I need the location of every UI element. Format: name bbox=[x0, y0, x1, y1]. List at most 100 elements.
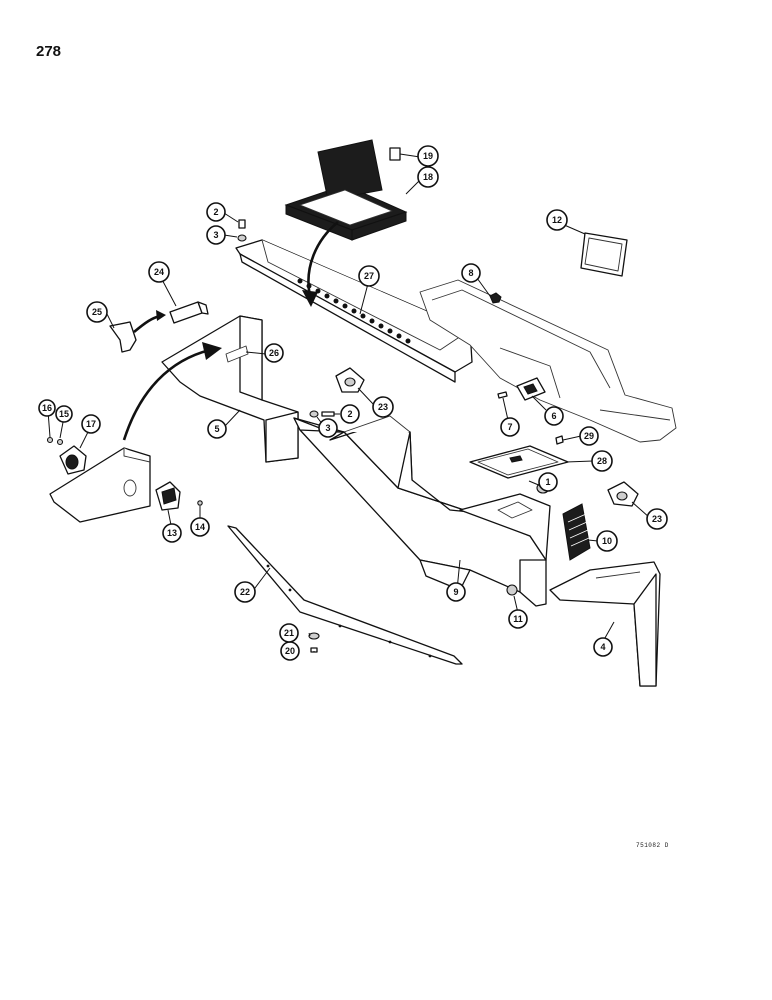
callout-26: 26 bbox=[264, 343, 284, 363]
callout-11: 11 bbox=[508, 609, 528, 629]
svg-text:21: 21 bbox=[284, 628, 294, 638]
part-2-bolt-mid bbox=[321, 411, 335, 417]
svg-text:7: 7 bbox=[507, 422, 512, 432]
svg-text:3: 3 bbox=[325, 423, 330, 433]
part-20-bolt bbox=[310, 647, 318, 653]
callout-23-upper: 23 bbox=[372, 396, 394, 418]
svg-text:29: 29 bbox=[584, 431, 594, 441]
callout-10: 10 bbox=[596, 530, 618, 552]
svg-text:27: 27 bbox=[364, 271, 374, 281]
part-12-window bbox=[580, 232, 628, 277]
svg-text:23: 23 bbox=[652, 514, 662, 524]
svg-text:20: 20 bbox=[285, 646, 295, 656]
part-10-relay-box bbox=[562, 503, 591, 561]
svg-text:28: 28 bbox=[597, 456, 607, 466]
callout-14: 14 bbox=[190, 517, 210, 537]
callout-6: 6 bbox=[544, 406, 564, 426]
svg-text:3: 3 bbox=[213, 230, 218, 240]
part-8-nut bbox=[489, 292, 502, 304]
svg-text:12: 12 bbox=[552, 215, 562, 225]
callout-9: 9 bbox=[446, 582, 466, 602]
callout-7: 7 bbox=[500, 417, 520, 437]
svg-text:14: 14 bbox=[195, 522, 205, 532]
svg-text:4: 4 bbox=[600, 642, 605, 652]
part-7-screw bbox=[497, 391, 508, 399]
callout-27: 27 bbox=[358, 265, 380, 287]
callout-21: 21 bbox=[279, 623, 299, 643]
svg-text:17: 17 bbox=[86, 419, 96, 429]
svg-text:19: 19 bbox=[423, 151, 433, 161]
callout-18: 18 bbox=[417, 166, 439, 188]
svg-text:26: 26 bbox=[269, 348, 279, 358]
part-2-bolt-upper bbox=[238, 219, 246, 229]
part-17-cover bbox=[49, 445, 151, 523]
part-9-console bbox=[293, 415, 551, 607]
assembly-arrow-left bbox=[122, 342, 222, 441]
part-16-nut bbox=[46, 436, 54, 444]
part-27-upper-panel bbox=[235, 239, 473, 383]
part-14-screw bbox=[197, 500, 203, 506]
callout-22: 22 bbox=[234, 581, 256, 603]
callout-25: 25 bbox=[86, 301, 108, 323]
svg-text:11: 11 bbox=[513, 614, 523, 624]
part-6-switch bbox=[516, 377, 546, 401]
callout-28: 28 bbox=[591, 450, 613, 472]
page-number: 278 bbox=[36, 43, 62, 60]
callout-4: 4 bbox=[593, 637, 613, 657]
callout-19: 19 bbox=[417, 145, 439, 167]
part-15-washer bbox=[56, 438, 64, 446]
part-5-left-panel bbox=[161, 315, 299, 463]
callout-20: 20 bbox=[280, 641, 300, 661]
callout-12: 12 bbox=[546, 209, 568, 231]
part-18-seat-cushion bbox=[284, 139, 408, 241]
figure-code: 751082 D bbox=[636, 842, 669, 849]
svg-text:24: 24 bbox=[154, 267, 164, 277]
svg-text:5: 5 bbox=[214, 424, 219, 434]
svg-text:2: 2 bbox=[213, 207, 218, 217]
svg-text:2: 2 bbox=[347, 409, 352, 419]
svg-text:16: 16 bbox=[42, 403, 52, 413]
svg-text:23: 23 bbox=[378, 402, 388, 412]
part-3-nut-mid bbox=[309, 410, 319, 418]
callout-23-right: 23 bbox=[646, 508, 668, 530]
callout-24: 24 bbox=[148, 261, 170, 283]
svg-text:15: 15 bbox=[59, 409, 69, 419]
assembly-arrow-seat bbox=[302, 220, 339, 307]
part-29-screw bbox=[555, 435, 564, 445]
part-22-trim-panel bbox=[227, 525, 463, 665]
part-13-bracket bbox=[155, 481, 181, 511]
svg-text:1: 1 bbox=[545, 477, 550, 487]
part-19-clip bbox=[389, 147, 401, 161]
svg-text:22: 22 bbox=[240, 587, 250, 597]
svg-text:25: 25 bbox=[92, 307, 102, 317]
part-3-nut-upper bbox=[237, 234, 247, 242]
svg-text:8: 8 bbox=[468, 268, 473, 278]
callout-2-mid: 2 bbox=[340, 404, 360, 424]
callout-1: 1 bbox=[538, 472, 558, 492]
part-11-nut bbox=[506, 584, 518, 596]
callout-13: 13 bbox=[162, 523, 182, 543]
part-28-plate bbox=[469, 445, 569, 479]
part-23-clip-upper bbox=[335, 367, 365, 393]
main-frame-rear bbox=[419, 279, 677, 443]
svg-text:9: 9 bbox=[453, 587, 458, 597]
part-4-right-panel bbox=[549, 561, 661, 687]
svg-text:13: 13 bbox=[167, 528, 177, 538]
svg-text:6: 6 bbox=[551, 411, 556, 421]
callout-17: 17 bbox=[81, 414, 101, 434]
svg-text:18: 18 bbox=[423, 172, 433, 182]
part-21-washer bbox=[308, 632, 320, 640]
callout-3-mid: 3 bbox=[318, 418, 338, 438]
part-23-clip-right bbox=[607, 481, 639, 507]
callout-5: 5 bbox=[207, 419, 227, 439]
part-24-lamp bbox=[169, 301, 209, 324]
part-25-bracket bbox=[109, 310, 166, 353]
callout-16: 16 bbox=[38, 399, 56, 417]
callout-8: 8 bbox=[461, 263, 481, 283]
callout-2-upper: 2 bbox=[206, 202, 226, 222]
callout-29: 29 bbox=[579, 426, 599, 446]
svg-text:10: 10 bbox=[602, 536, 612, 546]
callout-3-upper: 3 bbox=[206, 225, 226, 245]
callout-15: 15 bbox=[55, 405, 73, 423]
